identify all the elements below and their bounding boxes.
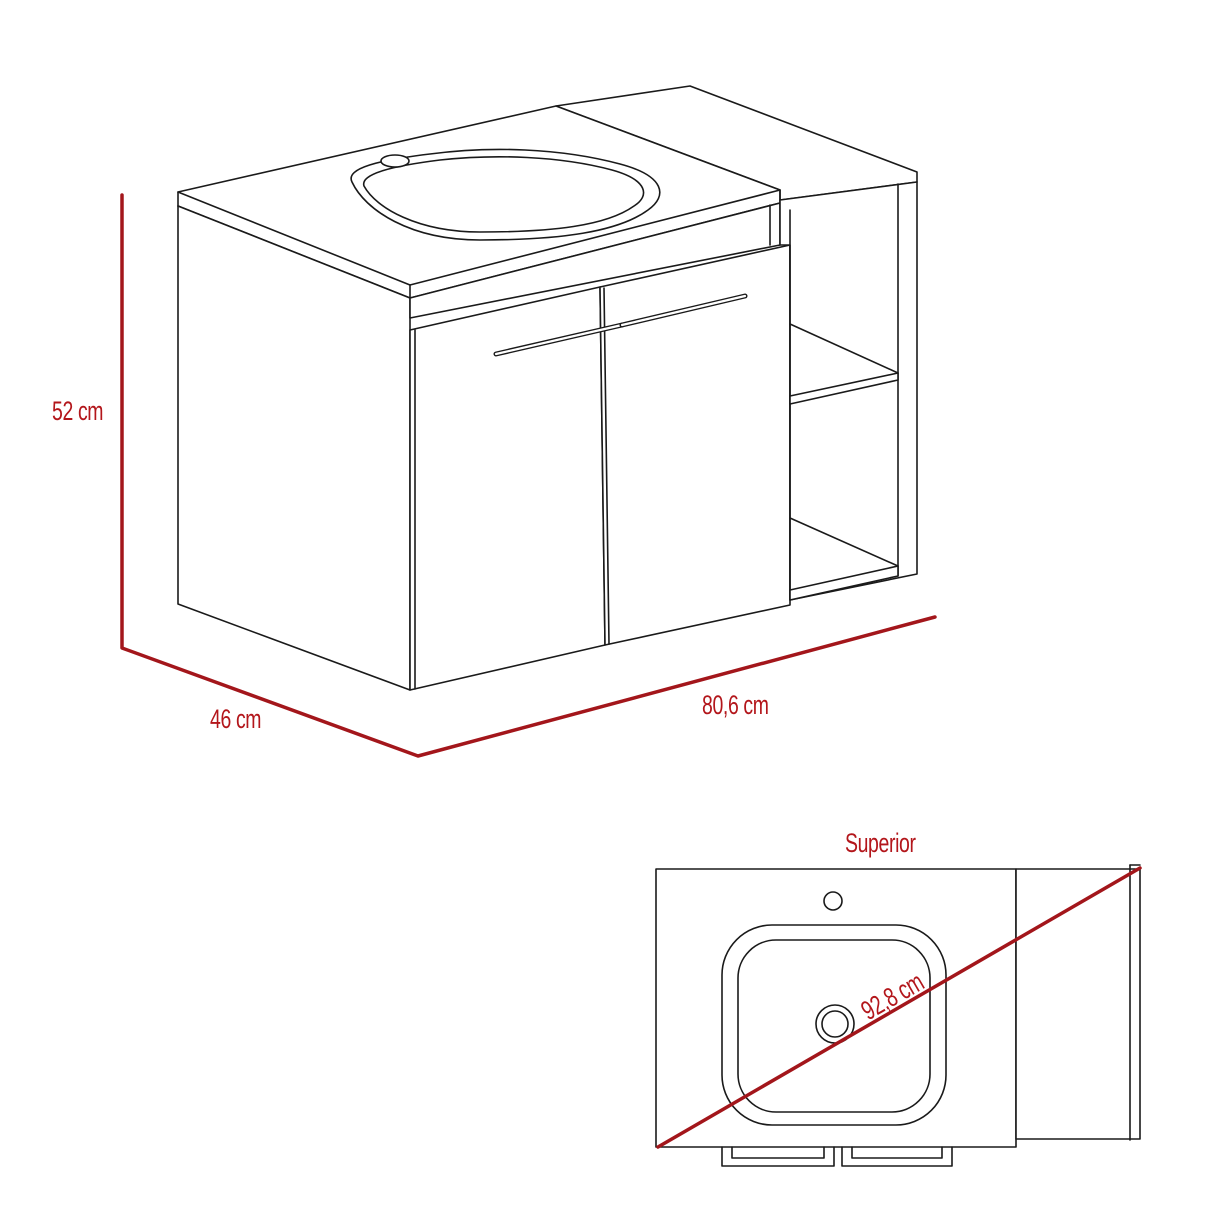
depth-dimension-label: 46 cm — [210, 704, 262, 734]
vanity-isometric-view — [177, 85, 918, 691]
height-dimension-label: 52 cm — [52, 396, 104, 426]
side-shelf-top-view — [1015, 868, 1141, 1140]
right-door — [599, 244, 791, 646]
bottom-shelf — [789, 565, 899, 601]
middle-shelf — [789, 372, 899, 405]
top-view-title: Superior — [845, 828, 916, 858]
left-door — [409, 286, 606, 691]
sink-basin — [350, 148, 661, 241]
dimension-line-main — [120, 193, 937, 758]
diagonal-dimension-line — [656, 866, 1142, 1149]
width-dimension-label: 80,6 cm — [702, 690, 769, 720]
faucet-hole-top — [823, 891, 843, 911]
faucet-hole — [380, 154, 410, 168]
left-handle-top — [721, 1146, 835, 1167]
drain-inner — [821, 1010, 849, 1038]
vanity-top-view — [655, 864, 1142, 1167]
dimension-lines — [120, 193, 937, 758]
cabinet-left-side — [177, 205, 411, 691]
right-handle-top — [841, 1146, 953, 1167]
